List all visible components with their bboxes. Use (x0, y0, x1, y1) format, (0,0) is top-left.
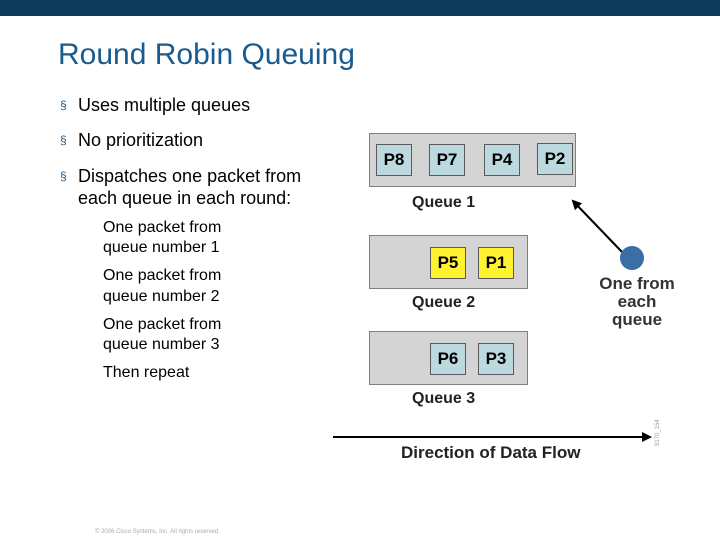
scheduler-arrow (571, 199, 623, 253)
queue-3-label: Queue 3 (412, 390, 476, 407)
scheduler-dot (620, 246, 644, 270)
subitem-text: queue number 1 (103, 239, 220, 256)
bullet-icon: § (60, 169, 67, 183)
bullet-text: Dispatches one packet from (78, 166, 302, 186)
subitem-text: Then repeat (103, 364, 190, 381)
subitem-text: queue number 2 (103, 288, 220, 305)
figure-id: 9170_154 (655, 419, 661, 446)
scheduler-label-line: queue (611, 310, 663, 329)
scheduler-label: One from each queue (594, 275, 680, 329)
data-flow-label: Direction of Data Flow (401, 443, 581, 462)
queue-3-box: P6 P3 (369, 331, 528, 385)
queue-1-label: Queue 1 (412, 194, 476, 211)
packet-p4: P4 (484, 144, 520, 176)
bullet-text: No prioritization (78, 130, 204, 150)
packet-p5: P5 (430, 247, 466, 279)
slide-title: Round Robin Queuing (58, 38, 355, 71)
bullet-icon: § (60, 133, 67, 147)
subitem-text: One packet from (103, 316, 222, 333)
queue-2-box: P5 P1 (369, 235, 528, 289)
scheduler-label-line: each (617, 292, 657, 311)
subitem-text: queue number 3 (103, 336, 220, 353)
packet-p6: P6 (430, 343, 466, 375)
bullet-text: Uses multiple queues (78, 95, 251, 115)
header-bar (0, 0, 720, 16)
packet-p8: P8 (376, 144, 412, 176)
subitem-text: One packet from (103, 267, 222, 284)
bullet-icon: § (60, 98, 67, 112)
packet-p3: P3 (478, 343, 514, 375)
copyright-text: © 2006 Cisco Systems, Inc. All rights re… (95, 529, 220, 535)
packet-p1: P1 (478, 247, 514, 279)
subitem-text: One packet from (103, 219, 222, 236)
queue-2-label: Queue 2 (412, 294, 476, 311)
bullet-text: each queue in each round: (78, 188, 292, 208)
packet-p7: P7 (429, 144, 465, 176)
scheduler-label-line: One from (599, 274, 675, 293)
packet-p2: P2 (537, 143, 573, 175)
